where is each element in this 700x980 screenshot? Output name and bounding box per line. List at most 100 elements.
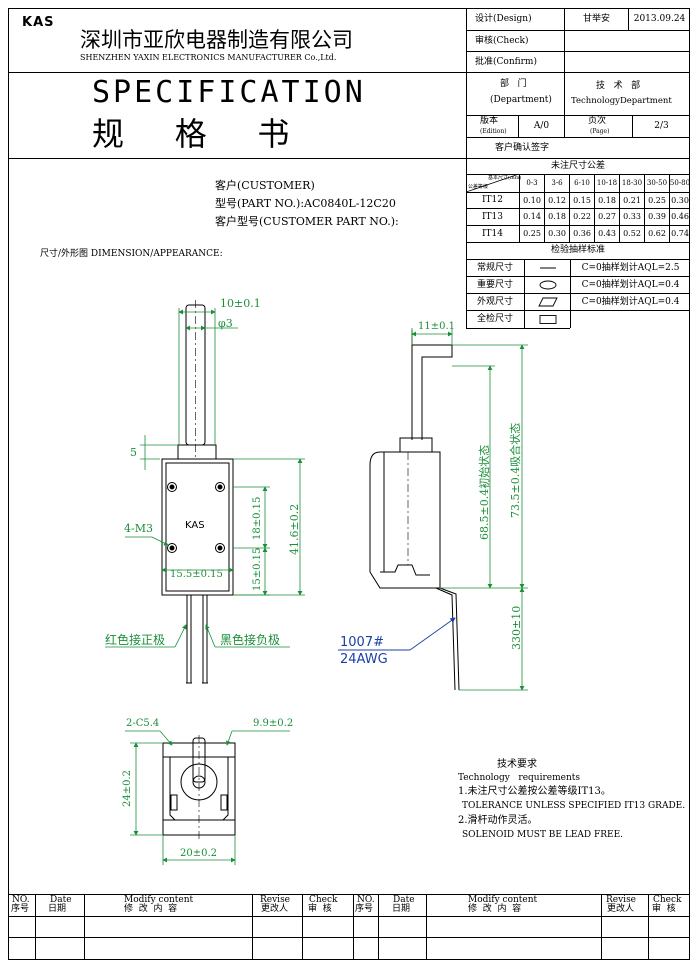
rev-date-cn: 日期: [48, 904, 67, 914]
bottom-view: [162, 735, 236, 840]
design-label: 设计(Design): [475, 14, 532, 24]
tech-line1-cn: 1.未注尺寸公差按公差等级IT13。: [458, 786, 611, 797]
col-header: 18-30: [621, 179, 643, 187]
wire-spec-2: 24AWG: [340, 652, 388, 667]
drawing-section-label: 尺寸/外形图 DIMENSION/APPEARANCE:: [40, 249, 223, 259]
rev-date-en: Date: [393, 895, 415, 905]
black-lead-label: 黑色接负极: [220, 633, 281, 647]
tolerance-corner-top: 基本尺寸(mm): [488, 175, 522, 181]
spec-title-cn: 规 格 书: [92, 115, 292, 153]
customer-part-number: 客户型号(CUSTOMER PART NO.):: [215, 215, 399, 228]
rev-modify-en: Modify content: [468, 895, 538, 905]
dim-front-155: 15.5±0.15: [170, 569, 223, 580]
inspection-row-rule: C=0抽样划计AQL=0.4: [581, 296, 680, 307]
tol-cell: 0.21: [623, 195, 641, 205]
col-header: 3-6: [551, 179, 563, 187]
tol-cell: 0.52: [623, 229, 641, 238]
col-header: 0-3: [526, 179, 538, 187]
tol-cell: 0.30: [548, 229, 566, 238]
col-header: 50-80: [669, 179, 691, 187]
rev-revise-cn: 更改人: [261, 904, 289, 914]
tol-cell: 0.33: [623, 212, 641, 221]
parallelogram-symbol-icon: [538, 297, 558, 307]
rev-modify-cn: 修 改 内 容: [124, 904, 178, 914]
inspection-table: 检验抽样标准 常规尺寸 C=0抽样划计AQL=2.5 重要尺寸 C=0抽样划计A…: [466, 242, 690, 329]
spec-title-en: SPECIFICATION: [92, 75, 366, 110]
col-header: 10-18: [596, 179, 618, 187]
tol-cell: 0.39: [648, 212, 666, 221]
tech-title-cn: 技术要求: [497, 759, 537, 770]
dim-front-15: 15±0.15: [252, 547, 263, 591]
dim-bottom-24: 24±0.2: [122, 769, 133, 807]
check-label: 审核(Check): [475, 35, 529, 46]
page-label-en: (Page): [590, 128, 610, 135]
front-view: [161, 300, 234, 684]
dim-bottom-20: 20±0.2: [180, 848, 218, 859]
design-date: 2013.09.24: [633, 14, 686, 24]
rev-check-en: Check: [309, 895, 338, 905]
page-label-cn: 页次: [588, 116, 607, 126]
edition-label-en: (Edition): [480, 128, 507, 135]
dim-front-18: 18±0.15: [252, 496, 263, 540]
tech-line2-cn: 2.滑杆动作灵活。: [458, 815, 538, 826]
inspection-row-name: 外观尺寸: [476, 296, 513, 307]
rev-no-en: NO.: [12, 895, 30, 905]
front-brand-label: KAS: [185, 520, 205, 531]
rev-modify-cn: 修 改 内 容: [468, 904, 522, 914]
dept-value-cn: 技 术 部: [596, 81, 641, 91]
tol-cell: 0.27: [598, 212, 616, 221]
dim-front-holes: 4-M3: [124, 522, 153, 535]
red-lead-label: 红色接正极: [105, 633, 166, 647]
dim-front-width: 10±0.1: [220, 297, 261, 310]
customer-label: 客户(CUSTOMER): [215, 179, 315, 192]
dept-label-en: (Department): [490, 95, 552, 105]
grade-cell: IT14: [481, 228, 503, 239]
revision-table: NO. 序号 Date 日期 Modify content 修 改 内 容 Re…: [8, 894, 690, 960]
rev-check-cn: 审 核: [652, 904, 676, 914]
rev-date-en: Date: [50, 895, 72, 905]
customer-sign-label: 客户确认签字: [494, 142, 549, 153]
dim-side-735: 73.5±0.4吸合状态: [509, 422, 522, 518]
tol-cell: 0.36: [573, 229, 591, 238]
tol-cell: 0.22: [573, 212, 591, 221]
tech-line2-en: SOLENOID MUST BE LEAD FREE.: [462, 830, 623, 840]
ellipse-symbol-icon: [539, 280, 557, 290]
dept-label-cn: 部 门: [500, 79, 527, 89]
tol-cell: 0.30: [671, 195, 689, 205]
inspection-row-rule: C=0抽样划计AQL=2.5: [581, 262, 680, 273]
grade-cell: IT13: [481, 211, 503, 222]
dim-bottom-99: 9.9±0.2: [253, 718, 294, 729]
rev-check-cn: 审 核: [308, 904, 332, 914]
col-header: 6-10: [574, 179, 590, 187]
tol-cell: 0.46: [671, 212, 689, 221]
tolerance-corner-bottom: 公差等级: [468, 184, 489, 190]
tol-cell: 0.25: [648, 195, 666, 205]
tech-title-en: Technology requirements: [458, 773, 580, 783]
rev-check-en: Check: [653, 895, 682, 905]
inspection-title: 检验抽样标准: [550, 245, 605, 255]
dim-front-416: 41.6±0.2: [288, 503, 301, 555]
tol-cell: 0.43: [598, 229, 616, 238]
rev-no-en: NO.: [357, 895, 375, 905]
grade-cell: IT12: [481, 195, 503, 205]
edition-label-cn: 版本: [480, 116, 499, 126]
tol-cell: 0.25: [523, 229, 541, 238]
tol-cell: 0.15: [573, 195, 591, 205]
side-view: [369, 330, 460, 691]
tol-cell: 0.18: [598, 195, 616, 205]
dept-value-en: TechnologyDepartment: [571, 96, 672, 106]
inspection-row-name: 常规尺寸: [476, 262, 513, 273]
wire-spec-1: 1007#: [340, 635, 384, 650]
dim-bottom-chamfer: 2-C5.4: [126, 718, 160, 729]
tolerance-title: 未注尺寸公差: [550, 160, 605, 171]
rev-revise-cn: 更改人: [607, 904, 635, 914]
edition-value: A/0: [533, 121, 550, 131]
rev-date-cn: 日期: [392, 904, 411, 914]
dim-front-dia: φ3: [218, 317, 233, 330]
rev-revise-en: Revise: [260, 895, 291, 905]
rectangle-symbol-icon: [539, 315, 557, 324]
rev-modify-en: Modify content: [124, 895, 194, 905]
dim-side-11: 11±0.1: [418, 321, 456, 332]
inspection-row-name: 全检尺寸: [476, 314, 513, 324]
